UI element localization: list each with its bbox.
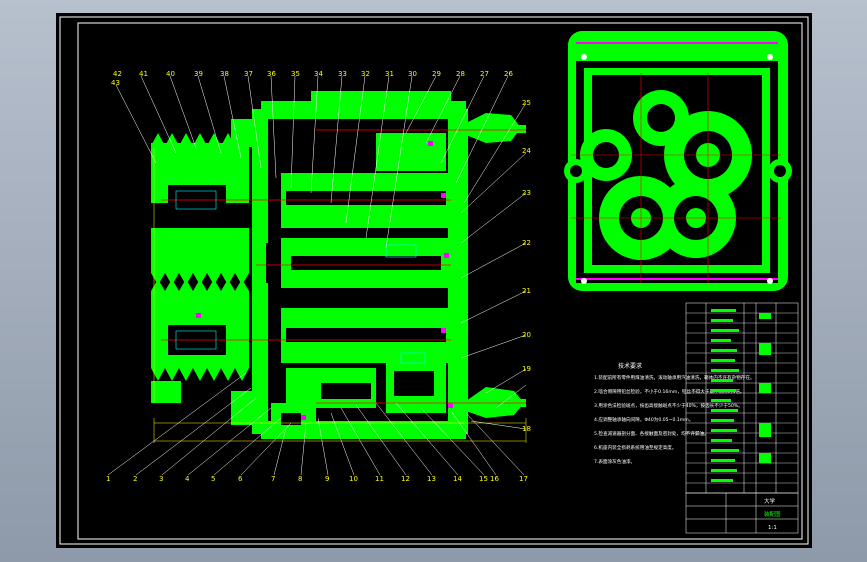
callout-32: 32 — [361, 70, 370, 78]
note-line-1: 1.装配前所有零件用煤油清洗，滚动轴承用汽油清洗，箱体内不许有杂物存在。 — [594, 374, 755, 381]
technical-notes: 技术要求 1.装配前所有零件用煤油清洗，滚动轴承用汽油清洗，箱体内不许有杂物存在… — [594, 362, 755, 465]
callout-30: 30 — [408, 70, 417, 78]
callout-6: 6 — [238, 475, 243, 483]
bearing-accents — [196, 141, 453, 420]
callout-16: 16 — [490, 475, 499, 483]
callout-28: 28 — [456, 70, 465, 78]
title-block — [685, 492, 799, 534]
callouts-top: 42 43 41 40 39 38 37 36 35 34 33 32 31 3… — [111, 70, 513, 87]
callout-10: 10 — [349, 475, 358, 483]
top-right-shaft-end — [466, 113, 521, 143]
notes-title: 技术要求 — [618, 362, 642, 370]
parts-list-entries — [711, 309, 771, 482]
callout-12: 12 — [401, 475, 410, 483]
parts-list-rows — [686, 312, 798, 484]
callout-9: 9 — [325, 475, 329, 483]
dimension-lines — [153, 148, 527, 443]
callout-42: 42 — [113, 70, 122, 78]
note-line-3: 3.用涂色法检验斑点，按齿高接触斑点不少于40%，按齿长不少于50%。 — [594, 402, 743, 409]
callout-23: 23 — [522, 189, 531, 197]
callout-8: 8 — [298, 475, 302, 483]
callout-2: 2 — [133, 475, 137, 483]
callout-37: 37 — [244, 70, 253, 78]
callout-25: 25 — [522, 99, 531, 107]
callout-29: 29 — [432, 70, 441, 78]
callout-24: 24 — [522, 147, 531, 155]
note-line-2: 2.啮合侧隙用铅丝检验，不小于0.16mm，铅丝不得大于最小侧隙的4倍。 — [594, 388, 745, 395]
callout-15: 15 — [479, 475, 488, 483]
plan-view — [564, 31, 792, 291]
housing-top-wall — [261, 101, 466, 119]
bottom-right-shaft-end — [466, 387, 524, 418]
callout-11: 11 — [375, 475, 384, 483]
title-scale: 1:1 — [768, 525, 777, 531]
callout-22: 22 — [522, 239, 531, 247]
callouts-right: 25 24 23 22 21 20 19 18 — [522, 99, 531, 433]
callout-36: 36 — [267, 70, 276, 78]
callout-20: 20 — [522, 331, 531, 339]
lower-gear-teeth — [151, 279, 249, 313]
callout-13: 13 — [427, 475, 436, 483]
callout-21: 21 — [522, 287, 531, 295]
callout-14: 14 — [453, 475, 462, 483]
title-drawing-name: 装配图 — [764, 510, 781, 518]
callout-38: 38 — [220, 70, 229, 78]
callout-40: 40 — [166, 70, 175, 78]
callout-35: 35 — [291, 70, 300, 78]
drawing-sheet: 42 43 41 40 39 38 37 36 35 34 33 32 31 3… — [56, 13, 812, 548]
callout-31: 31 — [385, 70, 394, 78]
note-line-7: 7.表面涂灰色油漆。 — [594, 458, 635, 465]
callout-5: 5 — [211, 475, 215, 483]
title-school: 大学 — [764, 497, 776, 505]
outer-frame — [59, 16, 809, 545]
main-section-view — [151, 91, 526, 439]
note-line-4: 4.应调整轴承轴向间隙，Φ40为0.05~0.1mm。 — [594, 416, 693, 423]
callouts-bottom: 1 2 3 4 5 6 7 8 9 10 11 12 13 14 15 16 1… — [106, 475, 528, 483]
callout-26: 26 — [504, 70, 513, 78]
callout-43: 43 — [111, 79, 120, 87]
callout-19: 19 — [522, 365, 531, 373]
callout-33: 33 — [338, 70, 347, 78]
callout-4: 4 — [185, 475, 190, 483]
callout-39: 39 — [194, 70, 203, 78]
inner-frame — [77, 22, 803, 540]
parts-list — [685, 302, 799, 494]
note-line-5: 5.检查减速器剖分面、各接触面及密封处，均不许漏油。 — [594, 430, 709, 437]
housing-left-wall — [252, 109, 268, 434]
shaft-axes — [161, 129, 526, 404]
bore-details — [175, 190, 426, 364]
callout-3: 3 — [159, 475, 163, 483]
leader-lines — [107, 75, 527, 476]
callout-18: 18 — [522, 425, 531, 433]
cad-drawing: 42 43 41 40 39 38 37 36 35 34 33 32 31 3… — [59, 16, 809, 545]
callout-7: 7 — [271, 475, 275, 483]
callout-1: 1 — [106, 475, 110, 483]
note-line-6: 6.机座内装全损耗系统用油至规定高度。 — [594, 444, 676, 451]
callout-41: 41 — [139, 70, 148, 78]
callout-34: 34 — [314, 70, 323, 78]
callout-17: 17 — [519, 475, 528, 483]
callout-27: 27 — [480, 70, 489, 78]
